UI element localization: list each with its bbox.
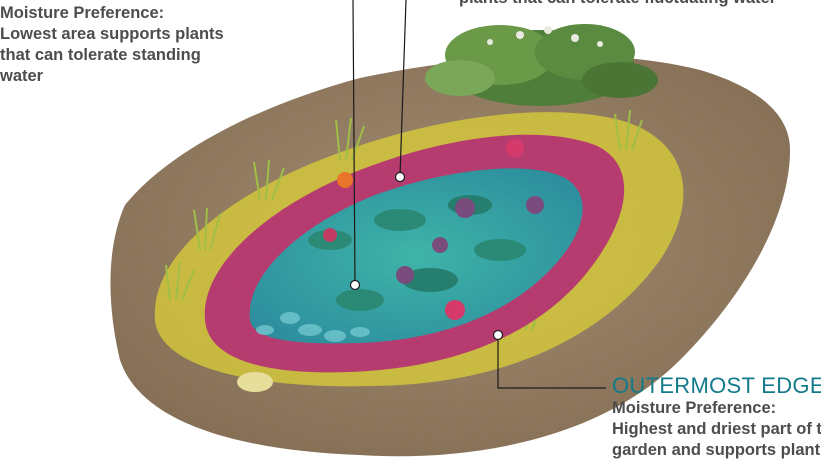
outermost-edge-label: OUTERMOST EDGE Moisture Preference: High…: [612, 373, 821, 461]
lowest-zone-line-3: water: [0, 66, 290, 87]
lowest-zone-label: Moisture Preference: Lowest area support…: [0, 3, 290, 87]
shrub-cluster: [425, 24, 658, 106]
lowest-zone-line-2: that can tolerate standing: [0, 45, 290, 66]
middle-zone-label: plants that can tolerate fluctuating wat…: [459, 0, 776, 9]
lowest-zone-heading: Moisture Preference:: [0, 3, 290, 24]
outermost-edge-heading: Moisture Preference:: [612, 398, 821, 419]
yellow-rock: [237, 372, 273, 392]
lowest-zone-line-1: Lowest area supports plants: [0, 24, 290, 45]
outermost-edge-line-2: garden and supports plants: [612, 440, 821, 461]
outermost-edge-title: OUTERMOST EDGE: [612, 373, 821, 398]
outermost-edge-line-1: Highest and driest part of the: [612, 419, 821, 440]
